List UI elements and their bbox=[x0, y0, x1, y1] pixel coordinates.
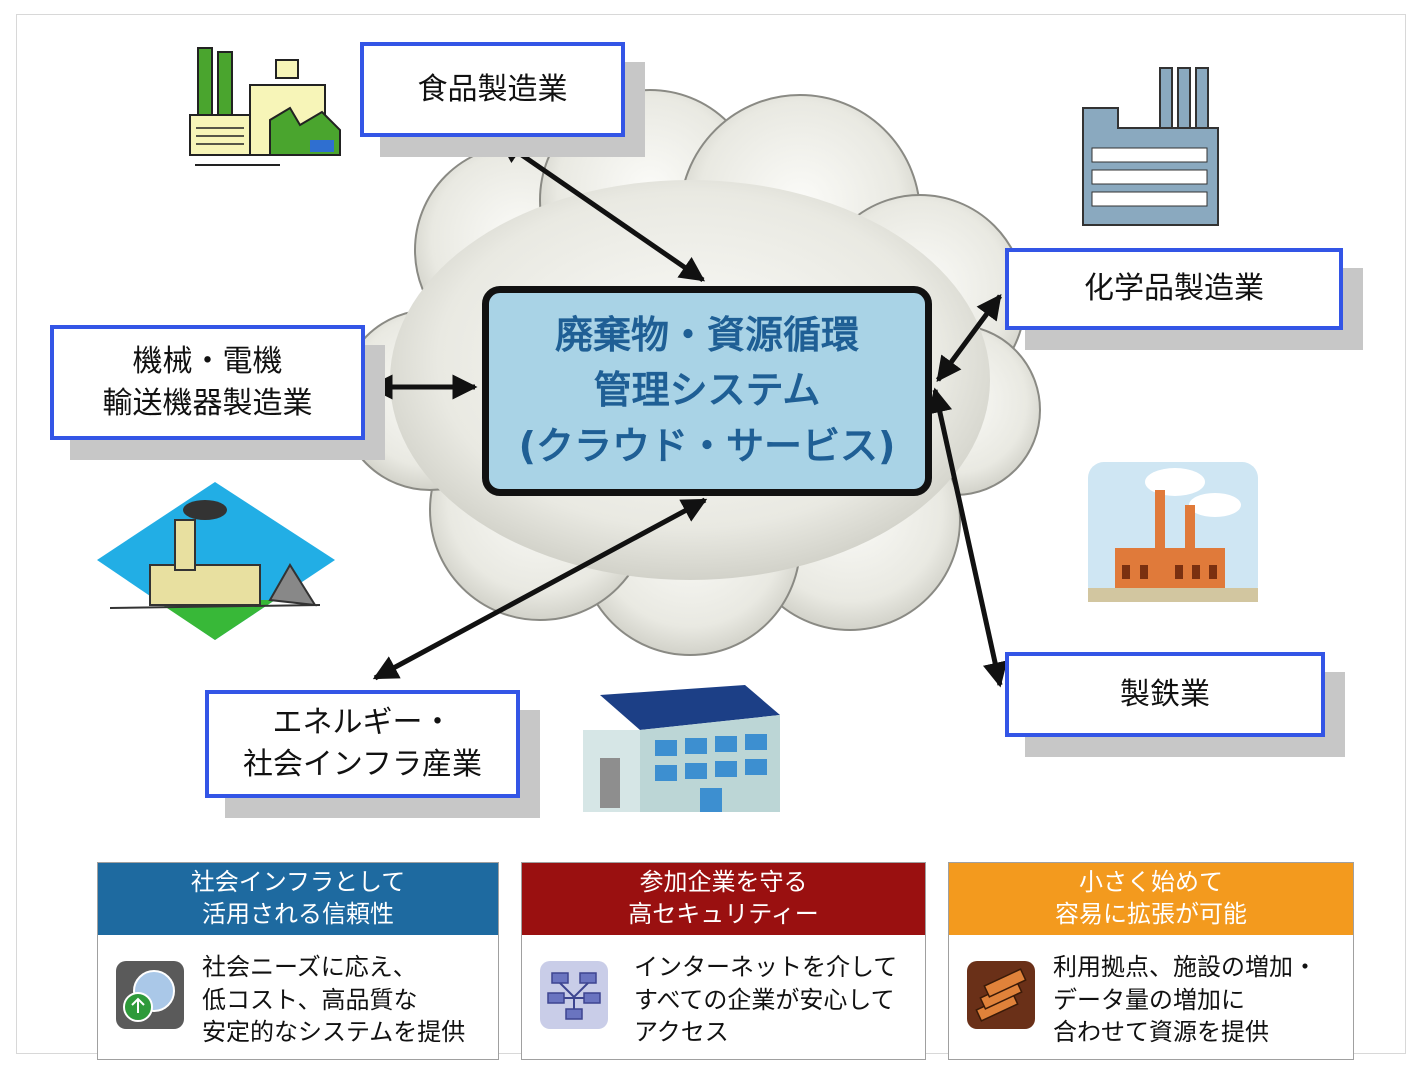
connection-arrows bbox=[367, 137, 1008, 688]
energy-infrastructure-box: エネルギー・ 社会インフラ産業 bbox=[205, 690, 520, 798]
feature-title: 社会インフラとして 活用される信頼性 bbox=[98, 863, 498, 935]
feature-description: 利用拠点、施設の増加・ データ量の増加に 合わせて資源を提供 bbox=[1053, 953, 1317, 1047]
feature-security: 参加企業を守る 高セキュリティー インターネットを介して すべての企業が安心して… bbox=[521, 862, 926, 1060]
feature-title: 小さく始めて 容易に拡張が可能 bbox=[949, 863, 1353, 935]
machinery-industry-box: 機械・電機 輸送機器製造業 bbox=[50, 325, 365, 440]
arrow-chemical bbox=[935, 293, 1003, 383]
steel-industry-box: 製鉄業 bbox=[1005, 652, 1325, 737]
food-factory-icon bbox=[189, 47, 341, 166]
waste-management-cloud-system: 廃棄物・資源循環 管理システム (クラウド・サービス) bbox=[482, 286, 932, 496]
chemical-industry-box: 化学品製造業 bbox=[1005, 248, 1343, 330]
network-icon bbox=[540, 961, 608, 1029]
feature-description: 社会ニーズに応え、 低コスト、高品質な 安定的なシステムを提供 bbox=[202, 953, 466, 1047]
food-industry-box: 食品製造業 bbox=[360, 42, 625, 137]
arrow-food bbox=[497, 137, 706, 283]
feature-scalability: 小さく始めて 容易に拡張が可能 利用拠点、施設の増加・ データ量の増加に 合わせ… bbox=[948, 862, 1354, 1060]
arrow-steel bbox=[927, 387, 1008, 688]
server-expand-icon bbox=[967, 961, 1035, 1029]
feature-title: 参加企業を守る 高セキュリティー bbox=[522, 863, 925, 935]
arrow-energy bbox=[372, 497, 708, 681]
office-building-icon bbox=[583, 685, 780, 812]
chemical-factory-icon bbox=[1082, 67, 1219, 226]
steel-factory-icon bbox=[1088, 462, 1258, 602]
feature-reliability: 社会インフラとして 活用される信頼性 社会ニーズに応え、 低コスト、高品質な 安… bbox=[97, 862, 499, 1060]
globe-recycle-icon bbox=[116, 961, 184, 1029]
industrial-site-icon bbox=[97, 482, 335, 640]
feature-description: インターネットを介して すべての企業が安心して アクセス bbox=[634, 953, 898, 1047]
